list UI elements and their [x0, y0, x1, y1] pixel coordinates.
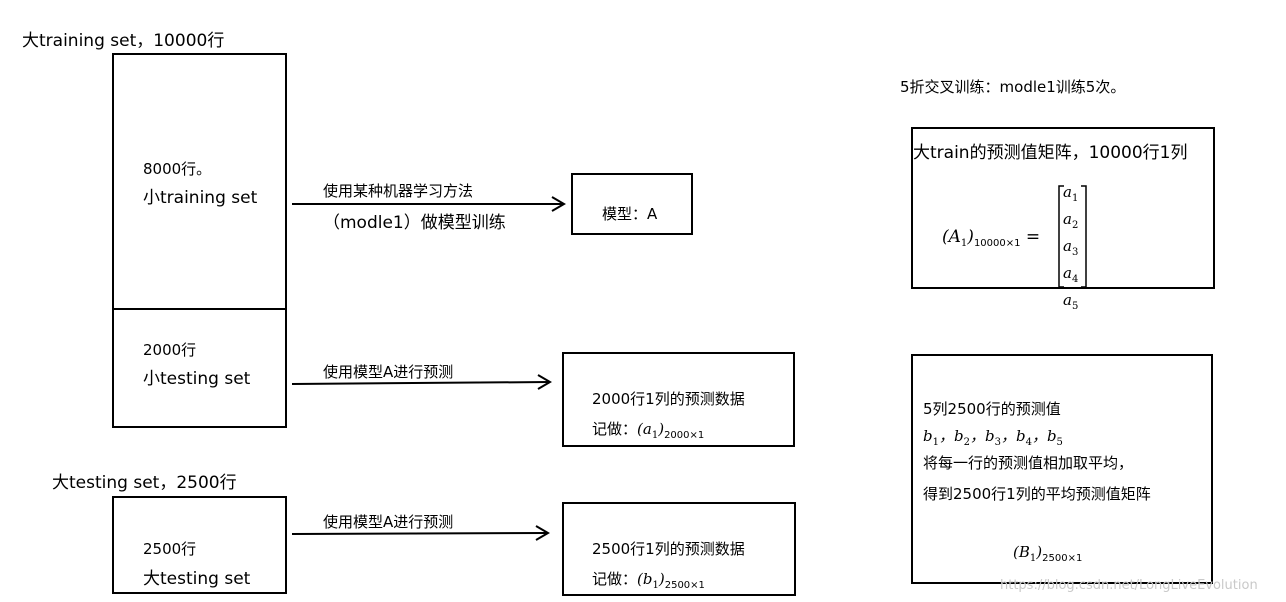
small-testing-label: 小testing set	[143, 369, 251, 389]
average-line-1: 5列2500行的预测值	[923, 400, 1061, 418]
predict-arrow-2	[291, 532, 548, 535]
small-testing-rows: 2000行	[143, 341, 197, 359]
prediction-box-1-line2: 记做：(a1)2000×1	[592, 420, 705, 441]
average-vars: b1，b2，b3，b4，b5	[923, 427, 1063, 448]
average-result: (B1)2500×1	[1013, 543, 1083, 564]
small-training-label: 小training set	[143, 188, 258, 208]
cv-title: 5折交叉训练：modle1训练5次。	[900, 78, 1126, 96]
big-training-title: 大training set，10000行	[22, 31, 225, 51]
matrix-box	[911, 127, 1215, 289]
train-arrow-label-1: 使用某种机器学习方法	[323, 182, 474, 200]
small-training-box	[112, 53, 287, 310]
watermark: https://blog.csdn.net/LongLiveEvolution	[1000, 578, 1258, 593]
matrix-entry: a1	[1063, 183, 1079, 204]
matrix-entries: a1 a2 a3 a4 a5	[1063, 182, 1078, 317]
matrix-entry: a5	[1063, 291, 1079, 312]
prediction-box-1	[562, 352, 795, 447]
big-testing-label: 大testing set	[143, 569, 251, 589]
big-testing-rows: 2500行	[143, 540, 197, 558]
average-line-3: 将每一行的预测值相加取平均，	[923, 454, 1134, 472]
average-line-4: 得到2500行1列的平均预测值矩阵	[923, 485, 1151, 503]
prediction-box-2	[562, 502, 796, 596]
model-box	[571, 173, 693, 235]
matrix-entry: a3	[1063, 237, 1079, 258]
small-training-rows: 8000行。	[143, 160, 212, 178]
big-testing-title: 大testing set，2500行	[52, 473, 237, 493]
prediction-box-2-line2: 记做：(b1)2500×1	[592, 570, 705, 591]
predict-arrow-1	[291, 381, 550, 385]
predict-arrow-label-1: 使用模型A进行预测	[323, 363, 454, 381]
matrix-box-title: 大train的预测值矩阵，10000行1列	[913, 143, 1188, 163]
prediction-box-1-line1: 2000行1列的预测数据	[592, 390, 745, 408]
train-arrow-label-2: （modle1）做模型训练	[323, 213, 506, 233]
average-box	[911, 354, 1213, 584]
matrix-equation: (A1)10000×1 =	[942, 227, 1041, 249]
model-label: 模型：A	[602, 205, 658, 223]
matrix-entry: a4	[1063, 264, 1079, 285]
matrix-entry: a2	[1063, 210, 1079, 231]
small-testing-box	[112, 308, 287, 428]
prediction-box-2-line1: 2500行1列的预测数据	[592, 540, 745, 558]
predict-arrow-label-2: 使用模型A进行预测	[323, 513, 454, 531]
big-testing-box	[112, 496, 287, 594]
